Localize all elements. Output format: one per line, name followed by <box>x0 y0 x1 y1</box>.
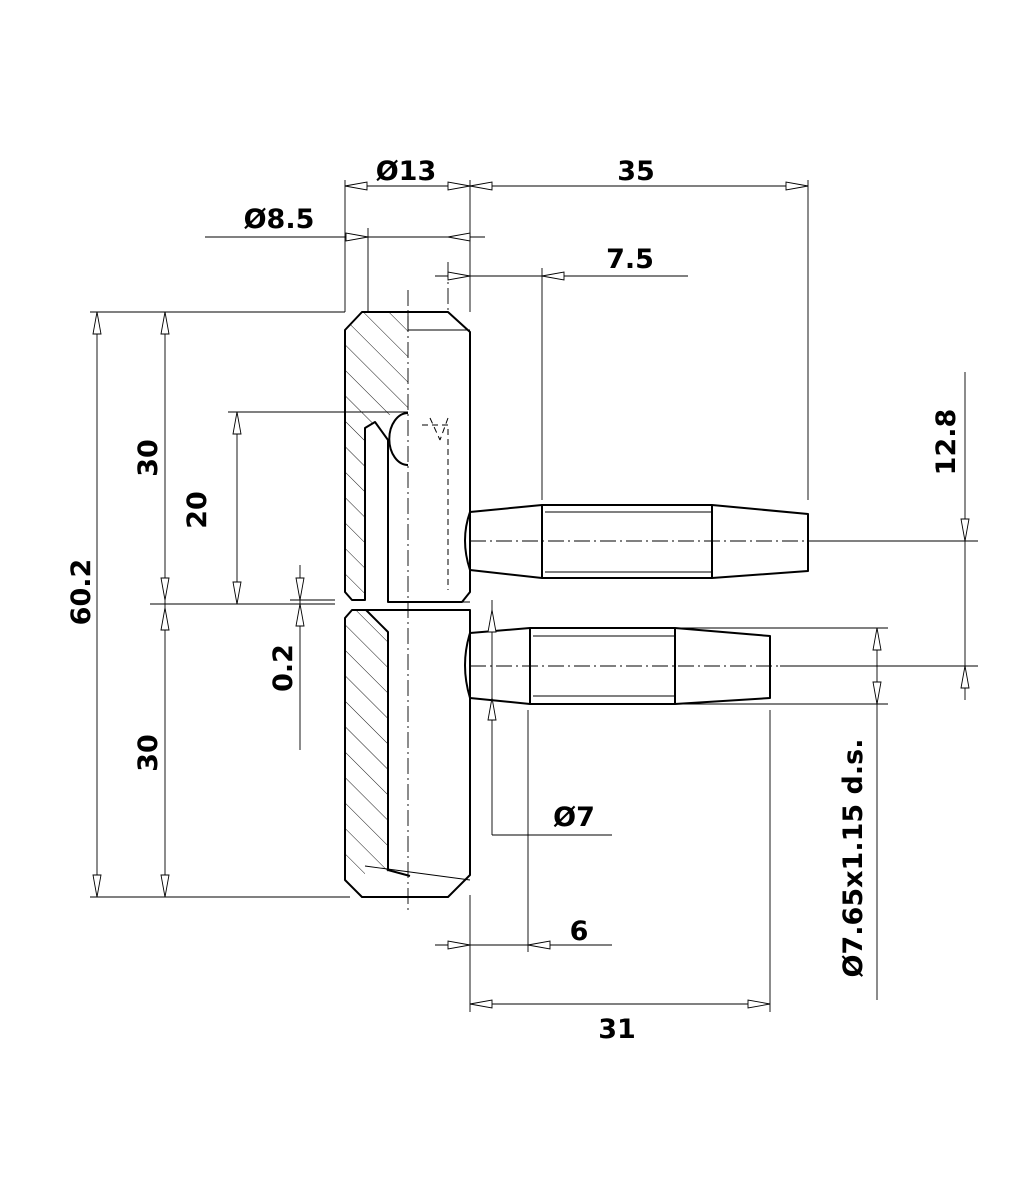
dim-diameter-13: Ø13 <box>376 156 437 187</box>
dim-length-0-2: 0.2 <box>268 644 299 692</box>
dimension-labels: Ø13 35 Ø8.5 7.5 12.8 60.2 30 20 0.2 30 Ø… <box>66 156 962 1045</box>
dim-diameter-8-5: Ø8.5 <box>244 204 315 235</box>
dimension-lines <box>90 180 978 1012</box>
dim-length-60-2: 60.2 <box>66 559 97 626</box>
dim-length-12-8: 12.8 <box>931 409 962 476</box>
dim-diameter-7: Ø7 <box>553 802 595 833</box>
hinge-upper-barrel <box>344 311 471 603</box>
dim-length-31: 31 <box>598 1014 636 1045</box>
upper-threaded-pin <box>464 504 970 579</box>
dim-length-20: 20 <box>182 491 213 529</box>
dim-length-30-bottom: 30 <box>133 734 164 772</box>
dim-length-7-5: 7.5 <box>606 244 654 275</box>
dim-thread-spec: Ø7.65x1.15 d.s. <box>838 739 869 978</box>
dim-length-30-top: 30 <box>133 439 164 477</box>
hinge-lower-barrel <box>344 601 471 898</box>
dim-length-35: 35 <box>617 156 655 187</box>
dim-length-6: 6 <box>570 916 589 947</box>
